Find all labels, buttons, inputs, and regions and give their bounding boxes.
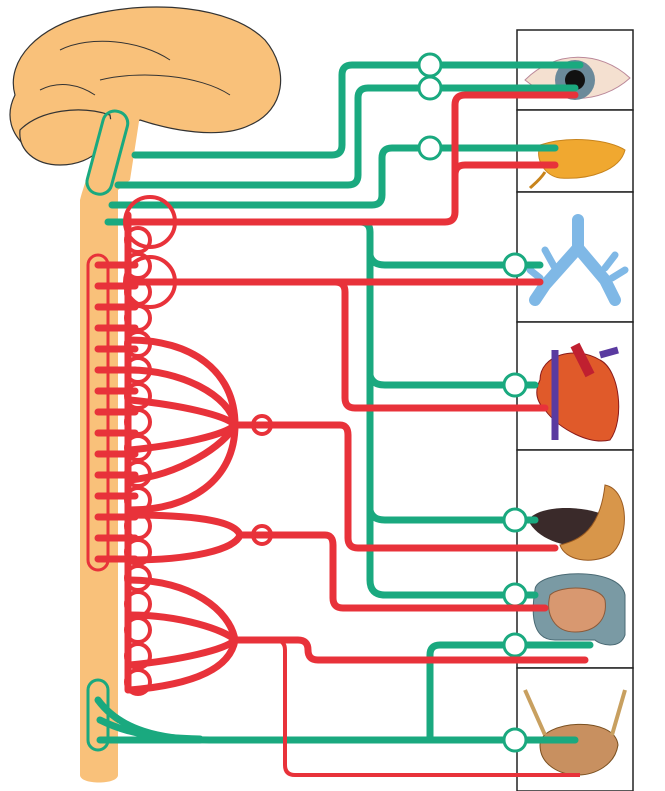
heart-icon (536, 342, 620, 442)
stomach-liver-icon (528, 484, 625, 561)
brain (9, 6, 282, 166)
chain-ganglion (124, 668, 152, 696)
intestines-icon (532, 573, 626, 646)
salivary-gland-icon (528, 139, 626, 190)
bronchi-icon (526, 214, 629, 306)
sympathetic-pathways (86, 91, 589, 777)
spinal-cord (80, 115, 140, 783)
